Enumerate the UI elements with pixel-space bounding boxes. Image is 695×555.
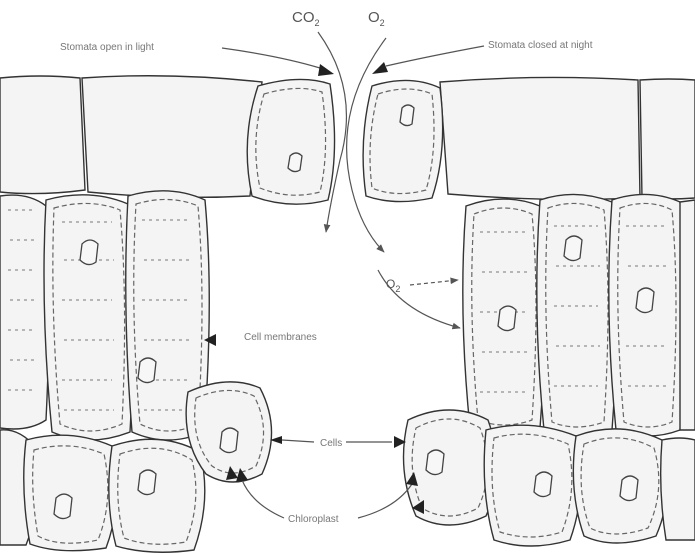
palisade-cells-left — [0, 191, 209, 440]
chloroplast-label: Chloroplast — [288, 514, 339, 525]
epidermis-cell — [640, 79, 695, 199]
nucleus — [288, 153, 302, 172]
guard-cell-left — [247, 79, 334, 204]
nucleus — [400, 105, 414, 126]
epidermis-cell — [82, 76, 262, 198]
epidermis-cell — [0, 76, 85, 194]
co2-label: CO2 — [292, 9, 320, 28]
stomata-open-label: Stomata open in light — [60, 42, 154, 53]
stomata-closed-label: Stomata closed at night — [488, 40, 593, 51]
o2-label-top: O2 — [368, 9, 385, 28]
stomata-open-pointer — [318, 64, 334, 76]
cell-membranes-label: Cell membranes — [244, 332, 317, 343]
palisade-cells-right — [463, 194, 695, 436]
cells-label: Cells — [320, 438, 342, 449]
epidermis-cell — [440, 77, 640, 199]
o2-dashed-arrow — [410, 280, 458, 285]
guard-cell-right — [363, 80, 443, 201]
upper-epidermis — [0, 76, 695, 200]
stomata-closed-pointer — [372, 62, 388, 74]
